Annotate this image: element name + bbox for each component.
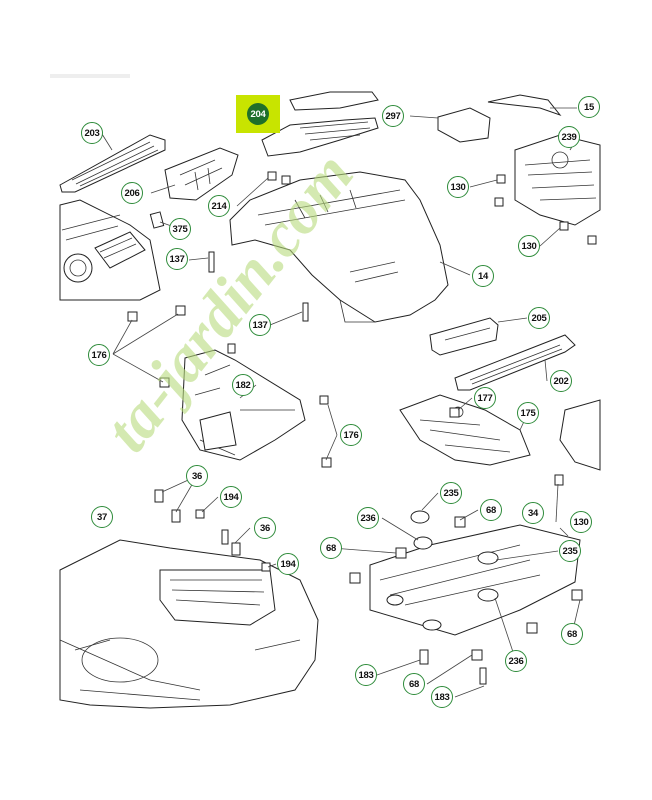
callout-236-b: 236 — [505, 650, 527, 672]
callout-194-b: 194 — [277, 553, 299, 575]
callout-130-a: 130 — [447, 176, 469, 198]
callout-36-a: 36 — [186, 465, 208, 487]
callout-14: 14 — [472, 265, 494, 287]
callout-204-label: 204 — [247, 103, 269, 125]
callout-182: 182 — [232, 374, 254, 396]
part-right-bucket — [559, 399, 601, 471]
callout-176-b: 176 — [340, 424, 362, 446]
callout-37: 37 — [91, 506, 113, 528]
callout-130-c: 130 — [570, 511, 592, 533]
part-202-grille — [454, 334, 576, 391]
callout-204-highlighted: 204 — [236, 95, 280, 133]
callout-183-a: 183 — [355, 664, 377, 686]
callout-34: 34 — [522, 502, 544, 524]
callout-130-b: 130 — [518, 235, 540, 257]
callout-137-a: 137 — [166, 248, 188, 270]
part-206-bracket — [164, 147, 239, 201]
callout-375: 375 — [169, 218, 191, 240]
callout-194-a: 194 — [220, 486, 242, 508]
part-37-lower-body — [59, 539, 319, 709]
callout-68-b: 68 — [320, 537, 342, 559]
callout-183-b: 183 — [431, 686, 453, 708]
part-214b — [281, 175, 291, 185]
callout-36-b: 36 — [254, 517, 276, 539]
callout-137-b: 137 — [249, 314, 271, 336]
callout-236-a: 236 — [357, 507, 379, 529]
faint-header-bar — [50, 74, 130, 78]
part-235-washer-top — [410, 510, 430, 524]
callout-176-a: 176 — [88, 344, 110, 366]
bolts — [127, 174, 597, 685]
callout-203: 203 — [81, 122, 103, 144]
part-236-spacer — [413, 536, 433, 550]
callout-175: 175 — [517, 402, 539, 424]
part-left-dash-panel — [59, 199, 161, 301]
part-204-top-cover — [261, 91, 379, 157]
part-34-base-plate — [369, 524, 581, 636]
callout-214: 214 — [208, 195, 230, 217]
part-15 — [487, 94, 562, 117]
callout-297: 297 — [382, 105, 404, 127]
part-297 — [437, 107, 491, 143]
part-175-bracket — [399, 394, 531, 466]
callout-68-d: 68 — [403, 673, 425, 695]
callout-206: 206 — [121, 182, 143, 204]
part-182-front-housing — [181, 349, 306, 461]
part-214 — [267, 171, 277, 181]
callout-15: 15 — [578, 96, 600, 118]
callout-202: 202 — [550, 370, 572, 392]
part-203-grille-strip — [59, 134, 166, 193]
part-375 — [149, 211, 165, 229]
callout-205: 205 — [528, 307, 550, 329]
callout-235-b: 235 — [559, 540, 581, 562]
callout-239: 239 — [558, 126, 580, 148]
part-205-strip — [429, 317, 499, 356]
leader-lines — [101, 107, 581, 698]
part-239-right-assembly — [514, 134, 601, 226]
callout-177: 177 — [474, 387, 496, 409]
part-14-hood — [229, 171, 449, 323]
part-137-pin-right — [302, 302, 309, 322]
callout-235-a: 235 — [440, 482, 462, 504]
callout-68-a: 68 — [480, 499, 502, 521]
callout-68-c: 68 — [561, 623, 583, 645]
part-137-pin-left — [208, 251, 215, 273]
